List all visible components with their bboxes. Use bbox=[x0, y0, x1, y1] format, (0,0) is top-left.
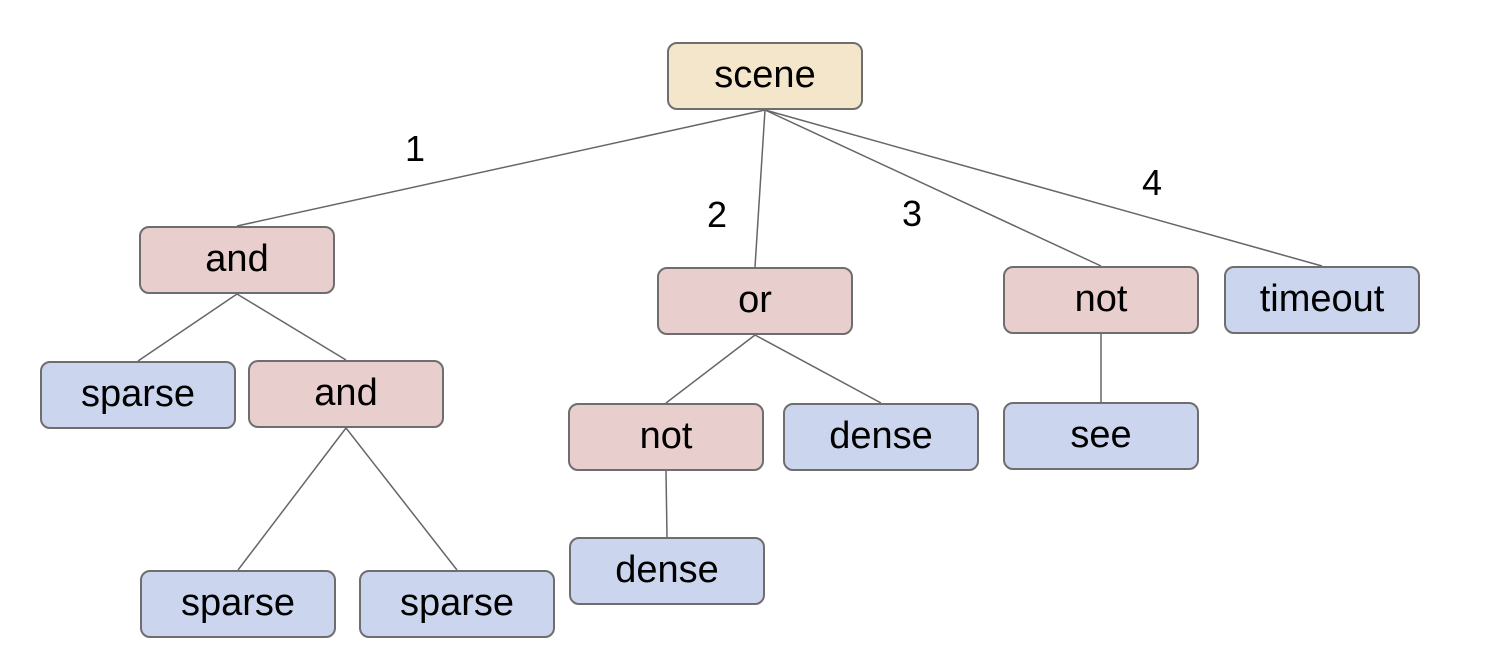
tree-node-scene: scene bbox=[667, 42, 863, 110]
tree-node-sparse3: sparse bbox=[359, 570, 555, 638]
tree-node-dense2: dense bbox=[569, 537, 765, 605]
tree-node-label: dense bbox=[829, 415, 933, 457]
tree-node-timeout1: timeout bbox=[1224, 266, 1420, 334]
tree-node-label: or bbox=[738, 279, 772, 321]
tree-node-label: dense bbox=[615, 549, 719, 591]
tree-edge-and1-and2 bbox=[236, 293, 347, 361]
tree-node-and2: and bbox=[248, 360, 444, 428]
tree-node-label: timeout bbox=[1259, 278, 1385, 320]
tree-edge-or1-dense1 bbox=[754, 334, 882, 404]
tree-node-or1: or bbox=[657, 267, 853, 335]
tree-edge-scene-timeout1 bbox=[764, 109, 1323, 267]
tree-edge-and1-sparse1 bbox=[137, 293, 238, 362]
tree-node-dense1: dense bbox=[783, 403, 979, 471]
tree-node-label: not bbox=[1074, 278, 1128, 320]
tree-edge-and2-sparse2 bbox=[237, 427, 347, 571]
tree-node-label: sparse bbox=[180, 582, 296, 624]
tree-node-label: and bbox=[314, 372, 378, 414]
tree-edge-scene-and1 bbox=[236, 109, 766, 227]
tree-edge-and2-sparse3 bbox=[345, 427, 458, 571]
tree-edge-scene-not1 bbox=[764, 109, 1102, 267]
tree-node-label: see bbox=[1070, 414, 1132, 456]
tree-node-not2: not bbox=[568, 403, 764, 471]
tree-edge-scene-or1 bbox=[754, 109, 766, 268]
tree-node-sparse1: sparse bbox=[40, 361, 236, 429]
tree-node-see1: see bbox=[1003, 402, 1199, 470]
tree-node-label: sparse bbox=[80, 373, 196, 415]
tree-node-and1: and bbox=[139, 226, 335, 294]
edge-label-3: 3 bbox=[902, 193, 922, 234]
tree-node-label: not bbox=[639, 415, 693, 457]
edge-label-2: 2 bbox=[707, 194, 727, 235]
edge-label-1: 1 bbox=[405, 128, 425, 169]
tree-node-label: and bbox=[205, 238, 269, 280]
tree-node-not1: not bbox=[1003, 266, 1199, 334]
tree-edge-or1-not2 bbox=[665, 334, 756, 404]
tree-node-label: scene bbox=[714, 54, 816, 96]
tree-node-sparse2: sparse bbox=[140, 570, 336, 638]
tree-edge-not2-dense2 bbox=[665, 470, 668, 538]
tree-node-label: sparse bbox=[399, 582, 515, 624]
edge-label-4: 4 bbox=[1142, 162, 1162, 203]
